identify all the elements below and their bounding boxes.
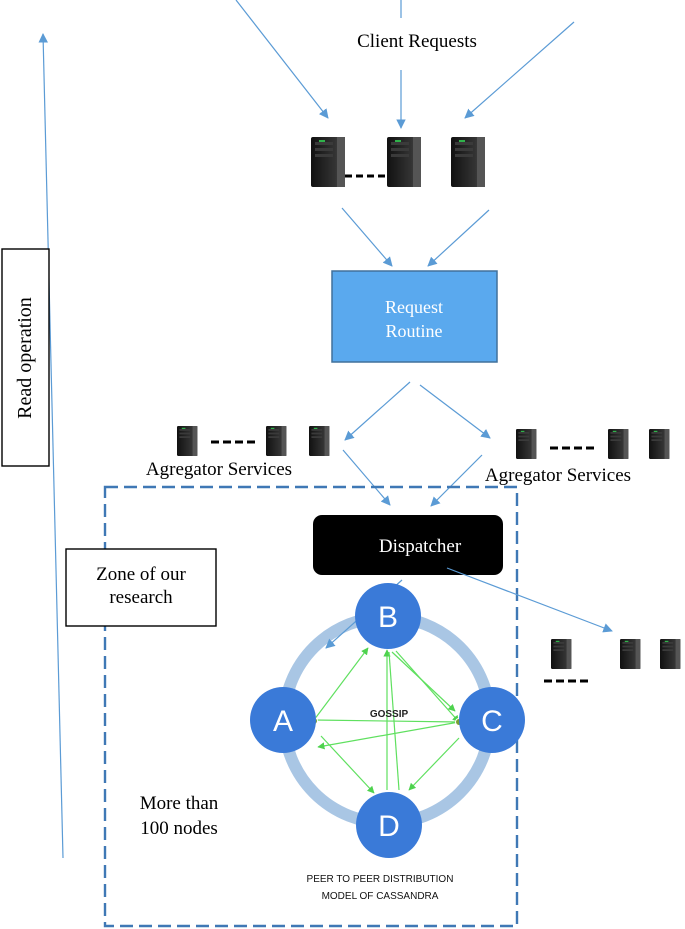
request-routine-line1: Request — [385, 297, 443, 317]
agg-right-server-1 — [516, 429, 537, 459]
node-d: D — [356, 792, 422, 858]
routine-to-agg-left — [344, 381, 411, 441]
more-nodes-line2: 100 nodes — [140, 818, 218, 839]
routine-to-agg-right — [419, 384, 491, 439]
aggregator-right-label: Agregator Services — [485, 465, 631, 486]
request-routine-line2: Routine — [386, 321, 443, 341]
node-b-label: B — [378, 601, 398, 634]
cassandra-caption-line2: MODEL OF CASSANDRA — [322, 891, 439, 902]
node-a: A — [250, 687, 316, 753]
server-to-routine-right — [427, 209, 490, 267]
client-arrow-right — [464, 21, 575, 119]
read-operation-arrow — [38, 33, 64, 859]
zone-label-box: Zone of our research — [65, 548, 217, 627]
aggregator-left-label: Agregator Services — [146, 459, 292, 480]
cassandra-caption-line1: PEER TO PEER DISTRIBUTION — [307, 874, 454, 885]
request-routine-box: Request Routine — [331, 270, 498, 363]
agg-right-server-2 — [608, 429, 629, 459]
client-arrow-left — [235, 0, 329, 119]
frontend-server-1 — [311, 137, 345, 187]
agg-to-dispatcher-right — [430, 454, 483, 507]
node-c: C — [459, 687, 525, 753]
node-d-label: D — [378, 810, 400, 843]
agg-left-server-3 — [309, 426, 330, 456]
node-b: B — [355, 583, 421, 649]
client-requests-label: Client Requests — [357, 31, 477, 52]
node-a-label: A — [273, 705, 293, 738]
external-server-1 — [551, 639, 572, 669]
dispatcher-box: Dispatcher — [313, 515, 503, 575]
gossip-label: GOSSIP — [370, 709, 409, 720]
more-nodes-line1: More than — [140, 793, 219, 814]
agg-left-server-1 — [177, 426, 198, 456]
node-c-label: C — [481, 705, 503, 738]
frontend-server-2 — [387, 137, 421, 187]
server-to-routine-left — [341, 207, 393, 267]
agg-right-server-3 — [649, 429, 670, 459]
agg-to-dispatcher-left — [342, 449, 391, 506]
agg-left-server-2 — [266, 426, 287, 456]
read-operation-label: Read operation — [14, 297, 36, 419]
gossip-arrows — [313, 647, 460, 794]
external-server-3 — [660, 639, 681, 669]
dispatcher-label: Dispatcher — [379, 536, 462, 557]
dispatcher-to-external — [446, 567, 613, 633]
read-operation-box: Read operation — [1, 248, 50, 467]
zone-label-line2: research — [109, 587, 173, 608]
zone-label-line1: Zone of our — [96, 564, 186, 585]
external-server-2 — [620, 639, 641, 669]
frontend-server-3 — [451, 137, 485, 187]
